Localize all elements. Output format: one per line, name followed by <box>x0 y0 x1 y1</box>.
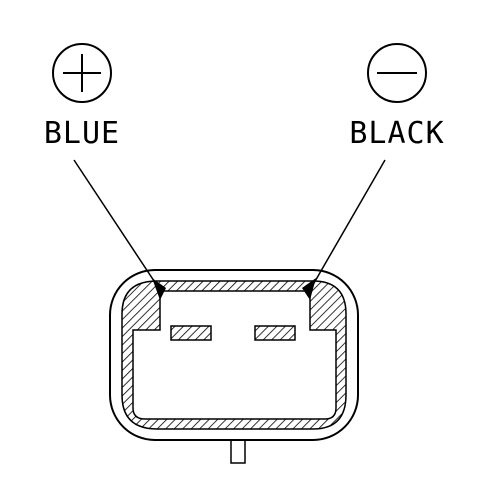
connector-housing <box>109 269 359 441</box>
negative-terminal-symbol <box>367 43 427 103</box>
blue-leader-line <box>73 159 161 291</box>
black-leader-line <box>309 159 386 291</box>
negative-pin <box>254 325 296 341</box>
connector-tab <box>230 441 246 464</box>
positive-terminal-symbol <box>52 43 112 103</box>
blue-wire-label: BLUE <box>44 116 120 151</box>
positive-pin <box>170 325 212 341</box>
black-wire-label: BLACK <box>349 116 444 151</box>
